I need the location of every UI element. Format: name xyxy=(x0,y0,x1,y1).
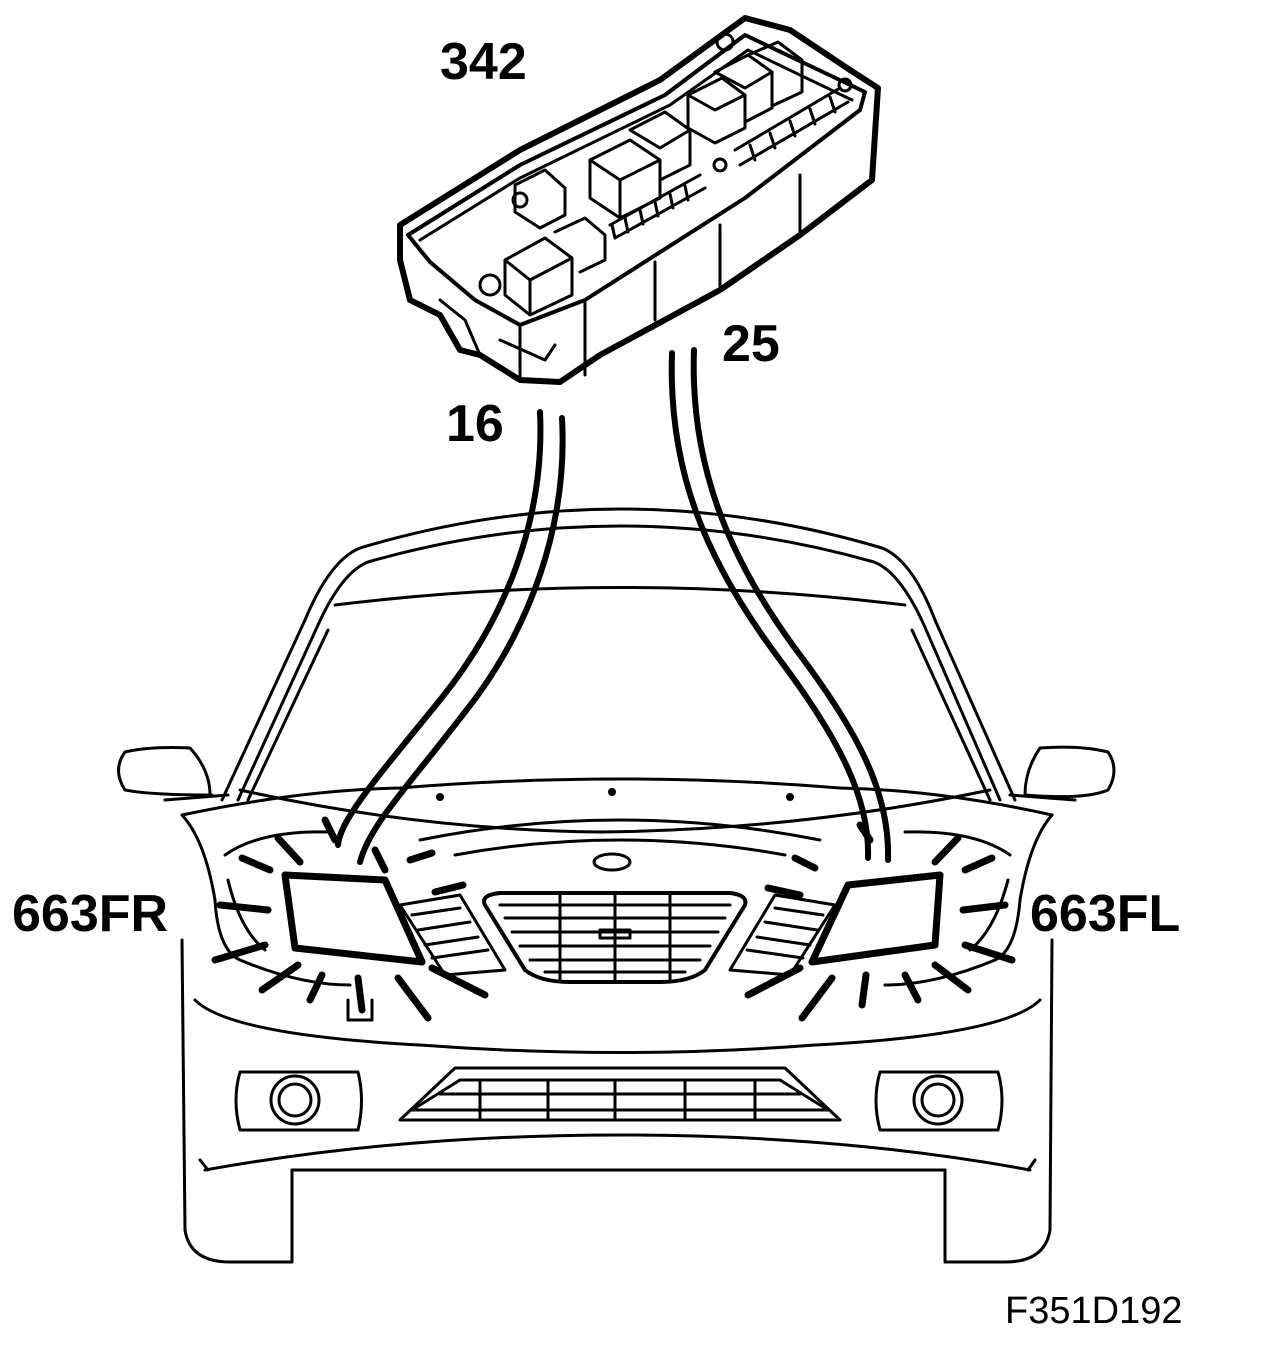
relay-fuse-box xyxy=(397,15,881,385)
wire-harness-right xyxy=(335,409,566,865)
light-rays-right xyxy=(211,816,489,1022)
wire-harness-left xyxy=(668,347,892,863)
headlamp-right-label: 663FR xyxy=(12,885,169,943)
headlamp-right xyxy=(281,871,426,966)
headlamp-left xyxy=(808,871,944,966)
figure-reference: F351D192 xyxy=(1005,1290,1183,1332)
light-rays-left xyxy=(744,821,1016,1022)
car-body xyxy=(117,507,1116,1264)
headlamp-left-label: 663FL xyxy=(1030,885,1181,943)
fuse-box-label: 342 xyxy=(440,33,527,91)
wire-right-label: 16 xyxy=(446,395,504,453)
wire-left-label: 25 xyxy=(722,315,780,373)
